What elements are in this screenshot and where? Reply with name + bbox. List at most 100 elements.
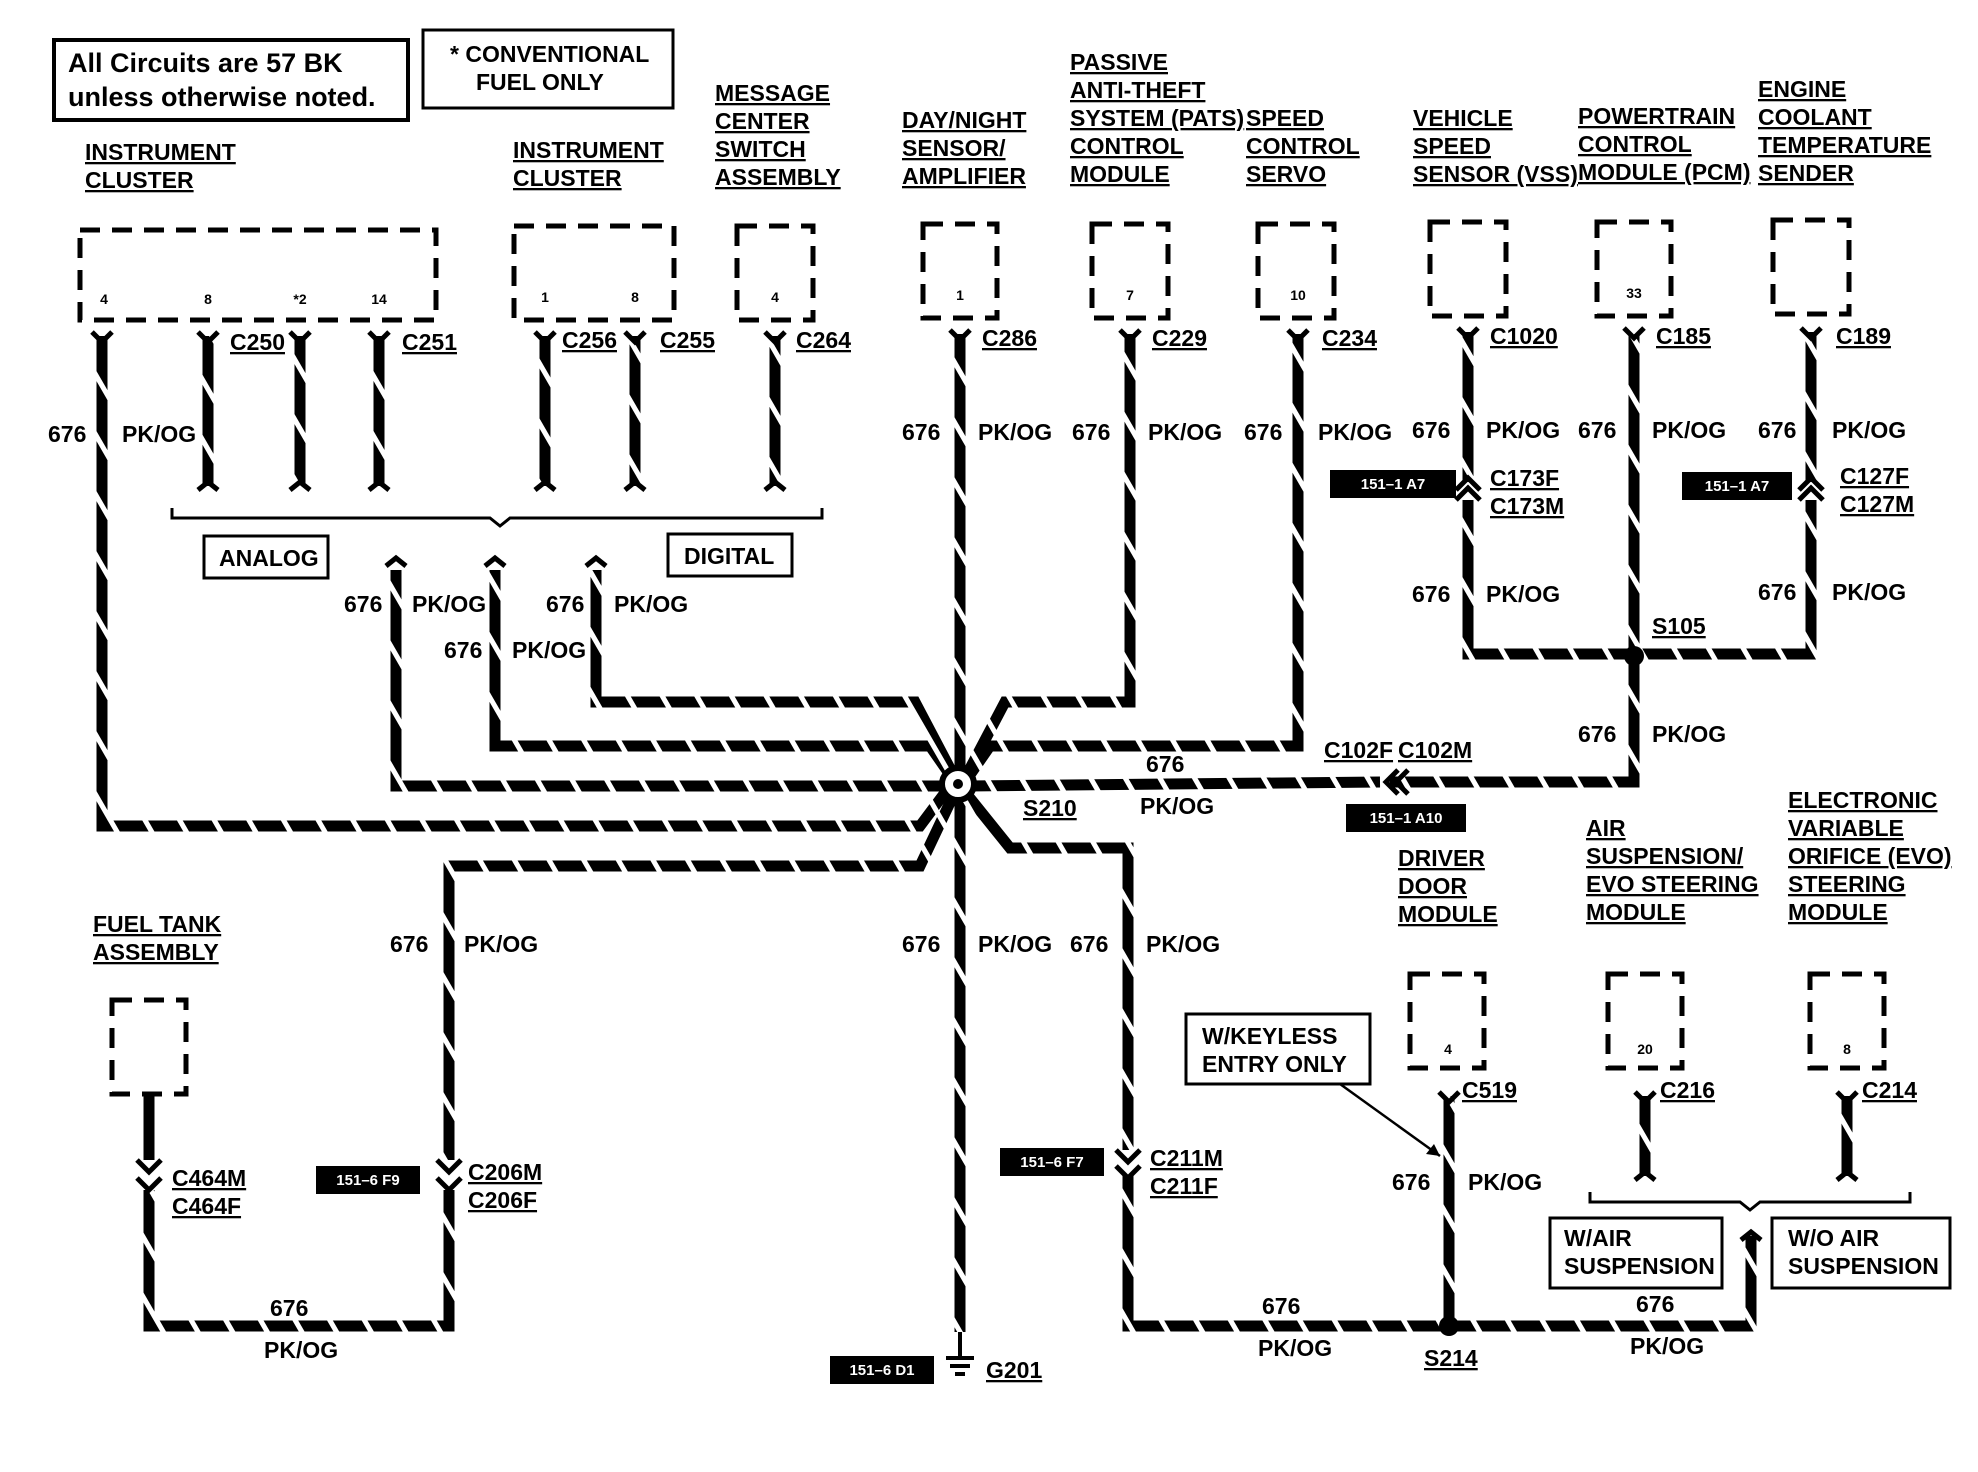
ref-tag-c127: 151–1 A7	[1705, 478, 1770, 495]
note-circuits-line1: All Circuits are 57 BK	[68, 48, 343, 78]
msg-center-label-3: SWITCH	[715, 136, 806, 162]
driver-door-box	[1407, 971, 1487, 1071]
wire-c211-lower	[1122, 1176, 1449, 1332]
color-label: PK/OG	[1486, 417, 1560, 443]
pin-numbers: 4 8 *2 14 1 8 4 1 7 10 33 4 20 8	[100, 285, 1851, 1057]
analog-label: ANALOG	[219, 545, 319, 571]
conn-c127m: C127M	[1840, 491, 1914, 517]
circuit-label: 676	[48, 421, 86, 447]
conn-c211f: C211F	[1150, 1173, 1218, 1199]
pin-ic-digital-8: 8	[631, 289, 639, 305]
pin-ic-analog-2: *2	[293, 291, 306, 307]
speed-ctrl-box	[1255, 221, 1337, 321]
evo-label-5: MODULE	[1788, 899, 1888, 925]
circuit-label: 676	[1412, 417, 1450, 443]
msg-center-label-4: ASSEMBLY	[715, 164, 841, 190]
color-label: PK/OG	[1258, 1335, 1332, 1361]
day-night-box	[920, 221, 1000, 321]
note-circuits-line2: unless otherwise noted.	[68, 82, 376, 112]
w-air-label-1: W/AIR	[1564, 1225, 1632, 1251]
color-label: PK/OG	[264, 1337, 338, 1363]
circuit-label: 676	[546, 591, 584, 617]
circuit-label: 676	[1412, 581, 1450, 607]
color-label: PK/OG	[464, 931, 538, 957]
conn-c519: C519	[1462, 1077, 1517, 1103]
keyless-label-2: ENTRY ONLY	[1202, 1051, 1347, 1077]
ect-label-1: ENGINE	[1758, 76, 1846, 102]
wire-pats	[960, 334, 1136, 781]
driver-door-label-1: DRIVER	[1398, 845, 1485, 871]
ic-digital-label-1: INSTRUMENT	[513, 137, 664, 163]
braces	[170, 508, 1912, 1212]
connector-labels: C250 C251 C256 C255 C264 C286 C229 C234 …	[172, 323, 1917, 1383]
wire-s214-right	[1449, 1236, 1757, 1332]
circuit-label: 676	[1146, 751, 1184, 777]
pcm-label-1: POWERTRAIN	[1578, 103, 1735, 129]
pcm-box	[1594, 219, 1674, 319]
color-label: PK/OG	[1832, 579, 1906, 605]
pats-label-2: ANTI-THEFT	[1070, 77, 1205, 103]
circuit-label: 676	[1578, 721, 1616, 747]
analog-digital-brace	[170, 508, 824, 528]
conn-c464m: C464M	[172, 1165, 246, 1191]
color-label: PK/OG	[1652, 721, 1726, 747]
circuit-label: 676	[344, 591, 382, 617]
conn-c185: C185	[1656, 323, 1711, 349]
pin-ic-analog-14: 14	[371, 291, 387, 307]
vss-label-1: VEHICLE	[1413, 105, 1513, 131]
reference-tags: 151–1 A7 151–1 A7 151–1 A10 151–6 F9 151…	[316, 470, 1792, 1384]
air-evo-brace	[1588, 1192, 1912, 1212]
fuel-tank-label-1: FUEL TANK	[93, 911, 222, 937]
circuit-label: 676	[1636, 1291, 1674, 1317]
wire-speed-ctrl	[960, 334, 1304, 786]
ref-tag-c173: 151–1 A7	[1361, 476, 1426, 493]
color-label: PK/OG	[978, 931, 1052, 957]
pin-pcm: 33	[1626, 285, 1642, 301]
splice-s214-label: S214	[1424, 1345, 1478, 1371]
circuit-label: 676	[1758, 417, 1796, 443]
driver-door-label-3: MODULE	[1398, 901, 1498, 927]
pin-day-night: 1	[956, 287, 964, 303]
conn-c173f: C173F	[1490, 465, 1559, 491]
conn-c255: C255	[660, 327, 715, 353]
splices	[939, 646, 1644, 1336]
conn-c102f: C102F	[1324, 737, 1393, 763]
conn-c102m: C102M	[1398, 737, 1472, 763]
driver-door-label-2: DOOR	[1398, 873, 1467, 899]
pcm-label-2: CONTROL	[1578, 131, 1692, 157]
conn-c189: C189	[1836, 323, 1891, 349]
note-circuits-box: All Circuits are 57 BK unless otherwise …	[52, 38, 410, 122]
conn-c206m: C206M	[468, 1159, 542, 1185]
conn-c173m: C173M	[1490, 493, 1564, 519]
conn-c206f: C206F	[468, 1187, 537, 1213]
conn-c251: C251	[402, 329, 457, 355]
color-label: PK/OG	[122, 421, 196, 447]
speed-ctrl-label-1: SPEED	[1246, 105, 1324, 131]
group-labels: ANALOG DIGITAL W/KEYLESS ENTRY ONLY W/AI…	[202, 532, 1952, 1290]
air-susp-box	[1605, 971, 1685, 1071]
color-label: PK/OG	[1146, 931, 1220, 957]
msg-center-label-1: MESSAGE	[715, 80, 830, 106]
circuit-label: 676	[390, 931, 428, 957]
circuit-label: 676	[1578, 417, 1616, 443]
ic-analog-box	[77, 227, 439, 323]
conn-c216: C216	[1660, 1077, 1715, 1103]
pats-label-5: MODULE	[1070, 161, 1170, 187]
conn-c1020: C1020	[1490, 323, 1558, 349]
color-label: PK/OG	[1652, 417, 1726, 443]
ic-digital-box	[511, 223, 677, 323]
day-night-label-2: SENSOR/	[902, 135, 1006, 161]
splice-s105	[1624, 646, 1644, 666]
pin-ic-analog-4: 4	[100, 291, 108, 307]
ic-digital-label-2: CLUSTER	[513, 165, 622, 191]
wire-c102-s210	[967, 776, 1381, 792]
wire-group-3	[590, 570, 960, 781]
circuit-label: 676	[902, 419, 940, 445]
color-label: PK/OG	[614, 591, 688, 617]
air-susp-label-4: MODULE	[1586, 899, 1686, 925]
splice-s210-label: S210	[1023, 795, 1077, 821]
msg-center-label-2: CENTER	[715, 108, 810, 134]
color-label: PK/OG	[1468, 1169, 1542, 1195]
fuel-tank-label-2: ASSEMBLY	[93, 939, 219, 965]
